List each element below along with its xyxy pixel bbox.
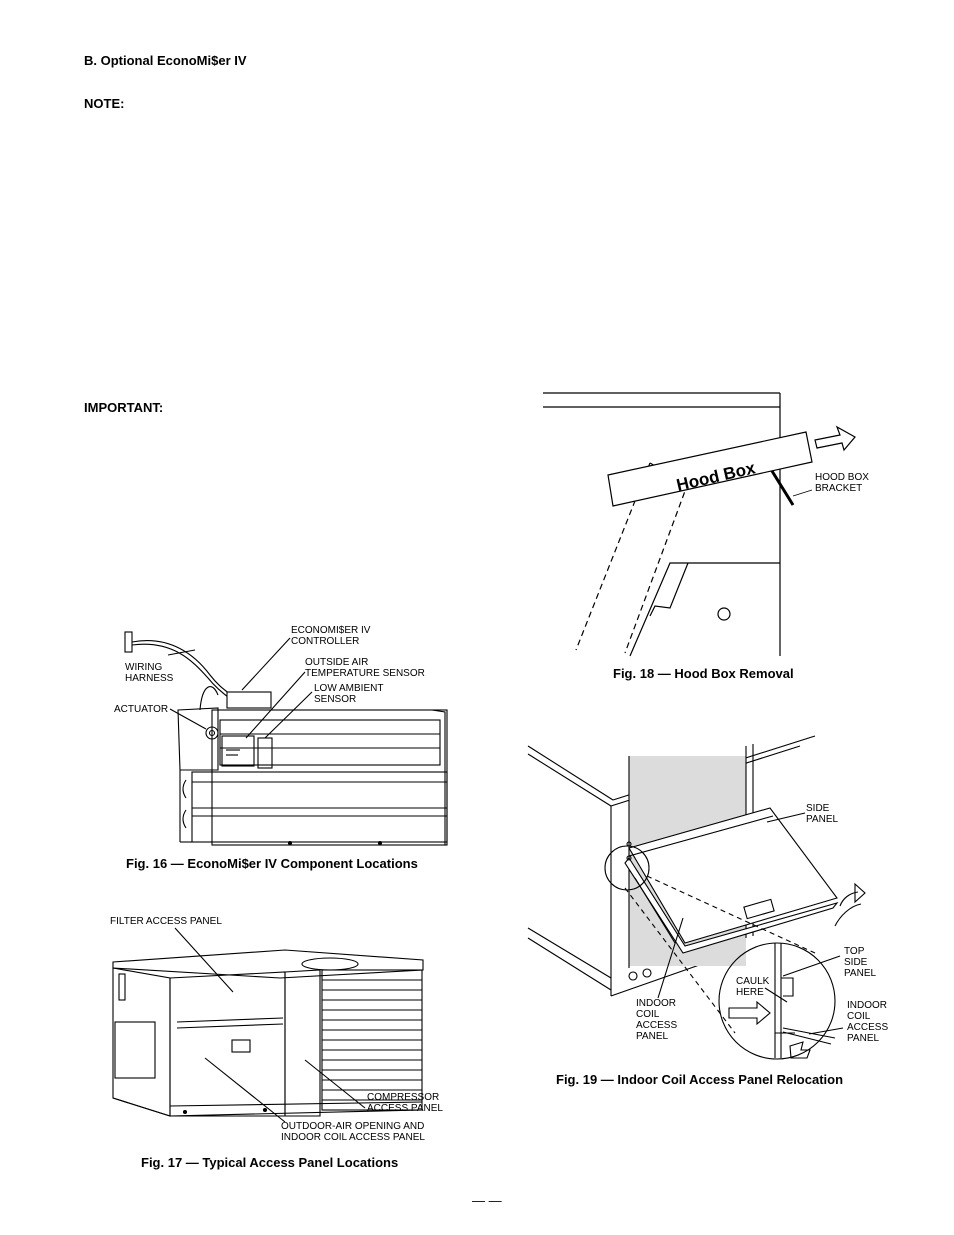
page-number: — — bbox=[472, 1193, 502, 1208]
fig17-caption: Fig. 17 — Typical Access Panel Locations bbox=[141, 1155, 399, 1170]
indoor-coil-panel-label-right: INDOOR COIL ACCESS PANEL bbox=[847, 1000, 889, 1044]
outdoor-air-opening-label: OUTDOOR-AIR OPENING AND INDOOR COIL ACCE… bbox=[281, 1121, 425, 1143]
fig19-caption: Fig. 19 — Indoor Coil Access Panel Reloc… bbox=[556, 1072, 844, 1087]
hood-box-bracket-label: HOOD BOX BRACKET bbox=[815, 472, 869, 494]
fig18-hood-box-drawing: Hood Box bbox=[540, 388, 870, 658]
fig19-coil-panel-drawing bbox=[525, 728, 900, 1068]
fig18-caption: Fig. 18 — Hood Box Removal bbox=[613, 666, 794, 681]
wiring-harness-label: WIRING HARNESS bbox=[125, 662, 174, 684]
economizer-controller-label: ECONOMI$ER IV CONTROLLER bbox=[291, 625, 371, 647]
compressor-access-panel-label: COMPRESSOR ACCESS PANEL bbox=[367, 1092, 443, 1114]
caulk-here-label: CAULK HERE bbox=[736, 976, 770, 998]
outside-air-sensor-label: OUTSIDE AIR TEMPERATURE SENSOR bbox=[305, 657, 425, 679]
indoor-coil-panel-label-left: INDOOR COIL ACCESS PANEL bbox=[636, 998, 678, 1042]
important-label: IMPORTANT: bbox=[84, 400, 164, 415]
note-label: NOTE: bbox=[84, 96, 125, 111]
fig17-unit-drawing bbox=[105, 927, 455, 1130]
top-side-panel-label: TOP SIDE PANEL bbox=[844, 946, 877, 979]
side-panel-label: SIDE PANEL bbox=[806, 803, 839, 825]
fig16-economizer-drawing bbox=[100, 620, 460, 850]
low-ambient-sensor-label: LOW AMBIENT SENSOR bbox=[314, 683, 384, 705]
section-title: B. Optional EconoMi$er IV bbox=[84, 53, 247, 68]
fig16-caption: Fig. 16 — EconoMi$er IV Component Locati… bbox=[126, 856, 418, 871]
filter-access-panel-label: FILTER ACCESS PANEL bbox=[110, 916, 222, 927]
actuator-label: ACTUATOR bbox=[114, 704, 169, 715]
